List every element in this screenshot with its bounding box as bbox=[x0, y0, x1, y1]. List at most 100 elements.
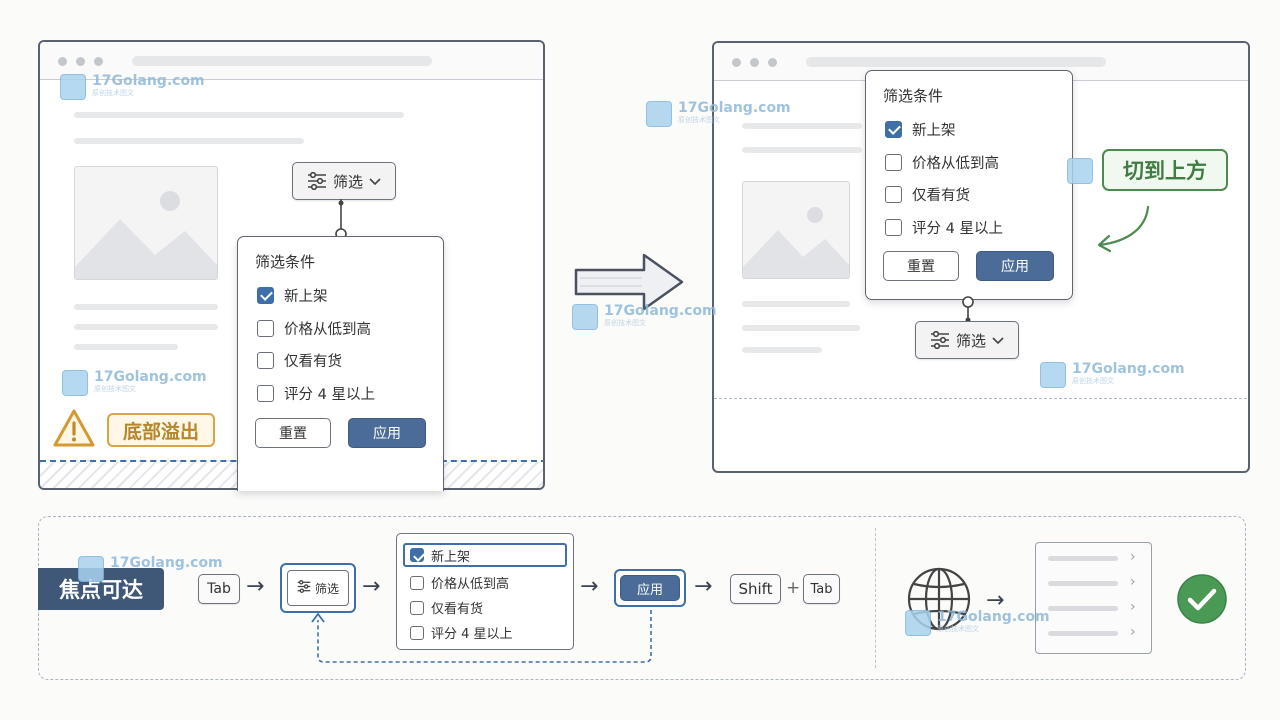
option-label: 价格从低到高 bbox=[284, 322, 371, 338]
checkbox-checked[interactable] bbox=[257, 287, 274, 304]
watermark-text: 17Golang.com bbox=[604, 303, 717, 319]
watermark-logo-icon bbox=[78, 556, 104, 582]
option-label: 新上架 bbox=[284, 289, 328, 305]
window-dot bbox=[750, 58, 759, 67]
focused-option[interactable]: 新上架 bbox=[403, 543, 567, 567]
checkbox-checked[interactable] bbox=[410, 548, 424, 562]
window-dot bbox=[76, 57, 85, 66]
option-in-stock[interactable]: 仅看有货 bbox=[885, 184, 970, 205]
text-line-placeholder bbox=[74, 344, 178, 350]
watermark-logo-icon bbox=[62, 370, 88, 396]
filter-button[interactable]: 筛选 bbox=[292, 162, 396, 200]
text-line-placeholder bbox=[742, 301, 850, 307]
option-rating-4plus[interactable]: 评分 4 星以上 bbox=[410, 623, 513, 642]
option-price-low-high[interactable]: 价格从低到高 bbox=[257, 318, 371, 339]
focus-reachable-label: 焦点可达 bbox=[38, 568, 164, 610]
browser-toolbar bbox=[40, 42, 543, 80]
watermark-logo-icon bbox=[905, 610, 931, 636]
option-price-low-high[interactable]: 价格从低到高 bbox=[885, 152, 999, 173]
option-label: 价格从低到高 bbox=[912, 156, 999, 172]
image-placeholder bbox=[74, 166, 218, 280]
transition-arrow bbox=[574, 253, 684, 311]
option-price-low-high[interactable]: 价格从低到高 bbox=[410, 573, 509, 592]
window-dot bbox=[732, 58, 741, 67]
option-label: 仅看有货 bbox=[284, 354, 342, 370]
list-row-placeholder bbox=[1048, 556, 1118, 561]
address-bar bbox=[806, 57, 1106, 67]
apply-button[interactable]: 应用 bbox=[976, 251, 1054, 281]
watermark-logo-icon bbox=[646, 101, 672, 127]
chevron-right-icon: › bbox=[1130, 574, 1136, 590]
filter-button[interactable]: 筛选 bbox=[915, 321, 1019, 359]
option-new-arrivals[interactable]: 新上架 bbox=[257, 285, 328, 306]
list-row-placeholder bbox=[1048, 631, 1118, 636]
option-in-stock[interactable]: 仅看有货 bbox=[410, 598, 483, 617]
anchor-connector bbox=[962, 296, 974, 323]
option-in-stock[interactable]: 仅看有货 bbox=[257, 350, 342, 371]
sliders-icon bbox=[930, 331, 950, 349]
apply-button[interactable]: 应用 bbox=[348, 418, 426, 448]
checkbox[interactable] bbox=[885, 186, 902, 203]
plus-sign: + bbox=[786, 578, 801, 598]
list-row-placeholder bbox=[1048, 581, 1118, 586]
list-row-placeholder bbox=[1048, 606, 1118, 611]
watermark-subtext: 原创技术图文 bbox=[604, 319, 646, 327]
window-dot bbox=[58, 57, 67, 66]
watermark-subtext: 原创技术图文 bbox=[1072, 377, 1114, 385]
filter-button-label: 筛选 bbox=[955, 331, 986, 350]
option-rating-4plus[interactable]: 评分 4 星以上 bbox=[257, 383, 375, 404]
watermark bbox=[1067, 158, 1093, 184]
watermark-logo-icon bbox=[572, 304, 598, 330]
checkbox-checked[interactable] bbox=[885, 121, 902, 138]
checkbox[interactable] bbox=[885, 154, 902, 171]
text-line-placeholder bbox=[742, 147, 862, 153]
option-new-arrivals[interactable]: 新上架 bbox=[885, 119, 956, 140]
option-label: 新上架 bbox=[431, 549, 471, 565]
arrow-right-icon: → bbox=[986, 588, 1005, 613]
filter-dropdown-panel-flipped: 筛选条件 新上架 价格从低到高 仅看有货 评分 4 星以上 重置 应用 bbox=[865, 70, 1073, 300]
chevron-right-icon: › bbox=[1130, 549, 1136, 565]
check-circle-icon bbox=[1177, 574, 1227, 624]
flip-to-top-label: 切到上方 bbox=[1102, 149, 1228, 191]
image-placeholder-icon bbox=[743, 207, 849, 278]
viewport-bottom-line bbox=[714, 398, 1248, 399]
warning-icon bbox=[53, 409, 95, 447]
anchor-connector bbox=[335, 199, 347, 240]
checkbox[interactable] bbox=[410, 625, 424, 640]
text-line-placeholder bbox=[742, 325, 860, 331]
option-rating-4plus[interactable]: 评分 4 星以上 bbox=[885, 217, 1003, 238]
checkbox[interactable] bbox=[257, 385, 274, 402]
reset-button[interactable]: 重置 bbox=[883, 251, 959, 281]
arrow-right-icon: → bbox=[694, 574, 713, 599]
image-placeholder bbox=[742, 181, 850, 279]
chevron-down-icon bbox=[369, 172, 381, 190]
text-line-placeholder bbox=[742, 347, 822, 353]
option-label: 价格从低到高 bbox=[431, 577, 510, 592]
checkbox[interactable] bbox=[410, 575, 424, 590]
filter-button-label: 筛选 bbox=[314, 581, 339, 596]
tab-key: Tab bbox=[198, 574, 240, 604]
watermark-subtext: 原创技术图文 bbox=[92, 89, 134, 97]
option-label: 评分 4 星以上 bbox=[431, 627, 513, 642]
checkbox[interactable] bbox=[257, 352, 274, 369]
watermark-subtext: 原创技术图文 bbox=[937, 625, 979, 633]
section-divider bbox=[875, 528, 876, 668]
checkbox[interactable] bbox=[410, 600, 424, 615]
watermark-subtext: 原创技术图文 bbox=[678, 116, 720, 124]
checkbox[interactable] bbox=[257, 320, 274, 337]
watermark: 17Golang.com bbox=[78, 556, 223, 582]
focused-filter-button[interactable]: 筛选 bbox=[280, 563, 356, 613]
apply-button[interactable]: 应用 bbox=[620, 575, 680, 601]
shift-key: Shift bbox=[730, 574, 781, 604]
checkbox[interactable] bbox=[885, 219, 902, 236]
window-dot bbox=[94, 57, 103, 66]
watermark-text: 17Golang.com bbox=[110, 555, 223, 571]
watermark-logo-icon bbox=[1040, 362, 1066, 388]
focused-apply-button[interactable]: 应用 bbox=[614, 569, 686, 607]
text-line-placeholder bbox=[742, 123, 862, 129]
reset-button[interactable]: 重置 bbox=[255, 418, 331, 448]
